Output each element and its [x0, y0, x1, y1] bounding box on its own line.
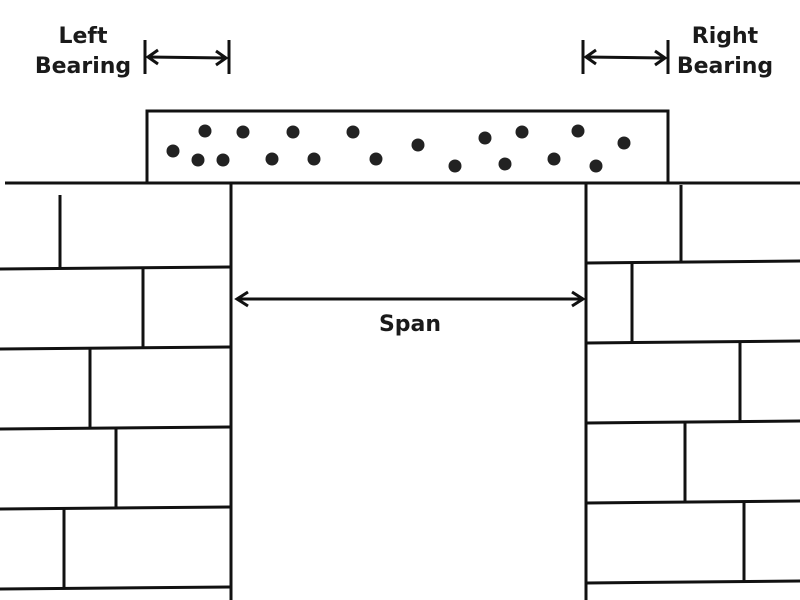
brick-joint — [586, 259, 800, 265]
lintel-aggregate-dots — [166, 124, 631, 173]
brick-joint — [0, 265, 231, 271]
brick-joint — [586, 579, 800, 585]
aggregate-dot — [286, 125, 300, 139]
right-label-line2: Bearing — [676, 54, 774, 79]
span-arrow — [234, 290, 586, 308]
aggregate-dot — [515, 125, 529, 139]
aggregate-dot — [571, 124, 585, 138]
aggregate-dot — [498, 157, 512, 171]
lintel-beam — [145, 109, 670, 185]
left-bearing-arrow — [143, 40, 231, 74]
aggregate-dot — [166, 144, 180, 158]
brick-joint — [586, 499, 800, 505]
aggregate-dot — [236, 125, 250, 139]
aggregate-dot — [547, 152, 561, 166]
left-bearing-label: Left Bearing — [28, 22, 138, 82]
left-label-line2: Bearing — [34, 54, 132, 79]
brick-joint — [586, 339, 800, 345]
brick-joint — [0, 345, 231, 351]
aggregate-dot — [198, 124, 212, 138]
aggregate-dot — [346, 125, 360, 139]
aggregate-dot — [617, 136, 631, 150]
aggregate-dot — [411, 138, 425, 152]
brick-joint — [0, 585, 231, 591]
span-label: Span — [378, 312, 442, 337]
brick-courses — [0, 185, 800, 591]
aggregate-dot — [448, 159, 462, 173]
right-label-line1: Right — [691, 24, 759, 49]
left-label-line1: Left — [58, 24, 108, 49]
brick-joint — [586, 419, 800, 425]
right-bearing-arrow — [581, 40, 670, 74]
aggregate-dot — [265, 152, 279, 166]
aggregate-dot — [369, 152, 383, 166]
right-bearing-label: Right Bearing — [670, 22, 780, 82]
aggregate-dot — [191, 153, 205, 167]
aggregate-dot — [478, 131, 492, 145]
aggregate-dot — [216, 153, 230, 167]
aggregate-dot — [307, 152, 321, 166]
aggregate-dot — [589, 159, 603, 173]
